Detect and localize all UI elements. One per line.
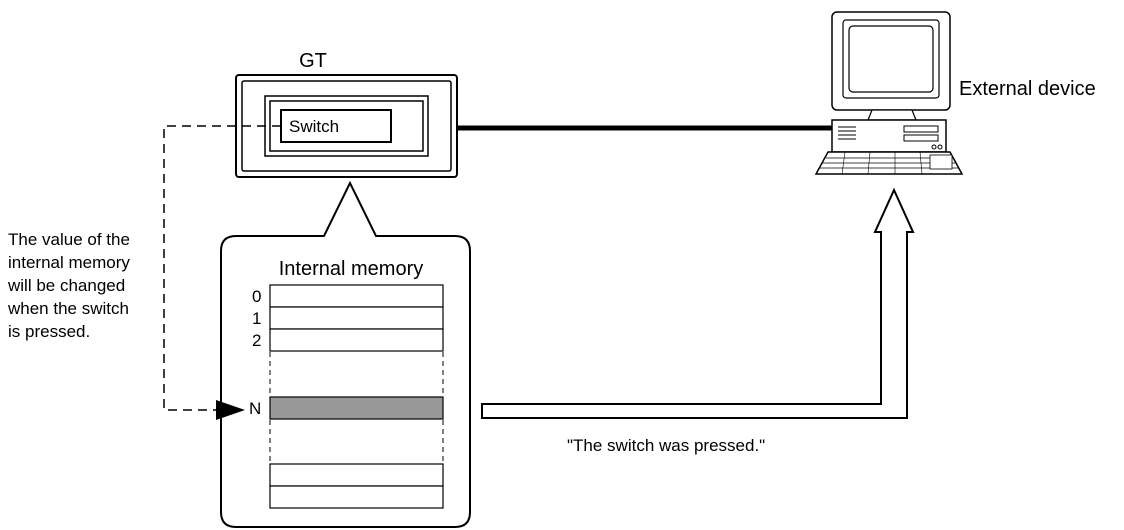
memory-row-last-2 [269, 485, 444, 509]
note-line-4: when the switch [7, 299, 129, 318]
memory-write-arrowhead [216, 400, 245, 420]
memory-row-2 [269, 328, 444, 352]
memory-row-1 [269, 306, 444, 330]
switch-to-memory-dashed-line [163, 125, 281, 411]
gt-screen-inner [269, 100, 424, 152]
note-line-5: is pressed. [8, 322, 90, 341]
external-device-label: External device [959, 78, 1096, 100]
note-line-2: internal memory [8, 253, 130, 272]
internal-memory-title: Internal memory [279, 258, 424, 280]
change-note: The value of the internal memory will be… [7, 230, 130, 341]
switch-label: Switch [289, 117, 339, 136]
gt-unit: GT Switch [235, 50, 458, 178]
row-label-1: 1 [252, 309, 261, 328]
row-label-0: 0 [252, 287, 261, 306]
memory-row-last-1 [269, 463, 444, 487]
gt-title: GT [299, 50, 327, 72]
note-line-3: will be changed [7, 276, 125, 295]
row-label-n: N [249, 399, 261, 418]
memory-row-0 [269, 284, 444, 308]
memory-row-n [269, 396, 444, 420]
row-label-2: 2 [252, 331, 261, 350]
note-line-1: The value of the [8, 230, 130, 249]
arrow-caption: "The switch was pressed." [567, 436, 765, 455]
external-device-computer-icon [814, 11, 964, 175]
internal-memory-callout: Internal memory 0 1 2 N [220, 180, 471, 528]
notification-hollow-arrow [481, 187, 915, 419]
